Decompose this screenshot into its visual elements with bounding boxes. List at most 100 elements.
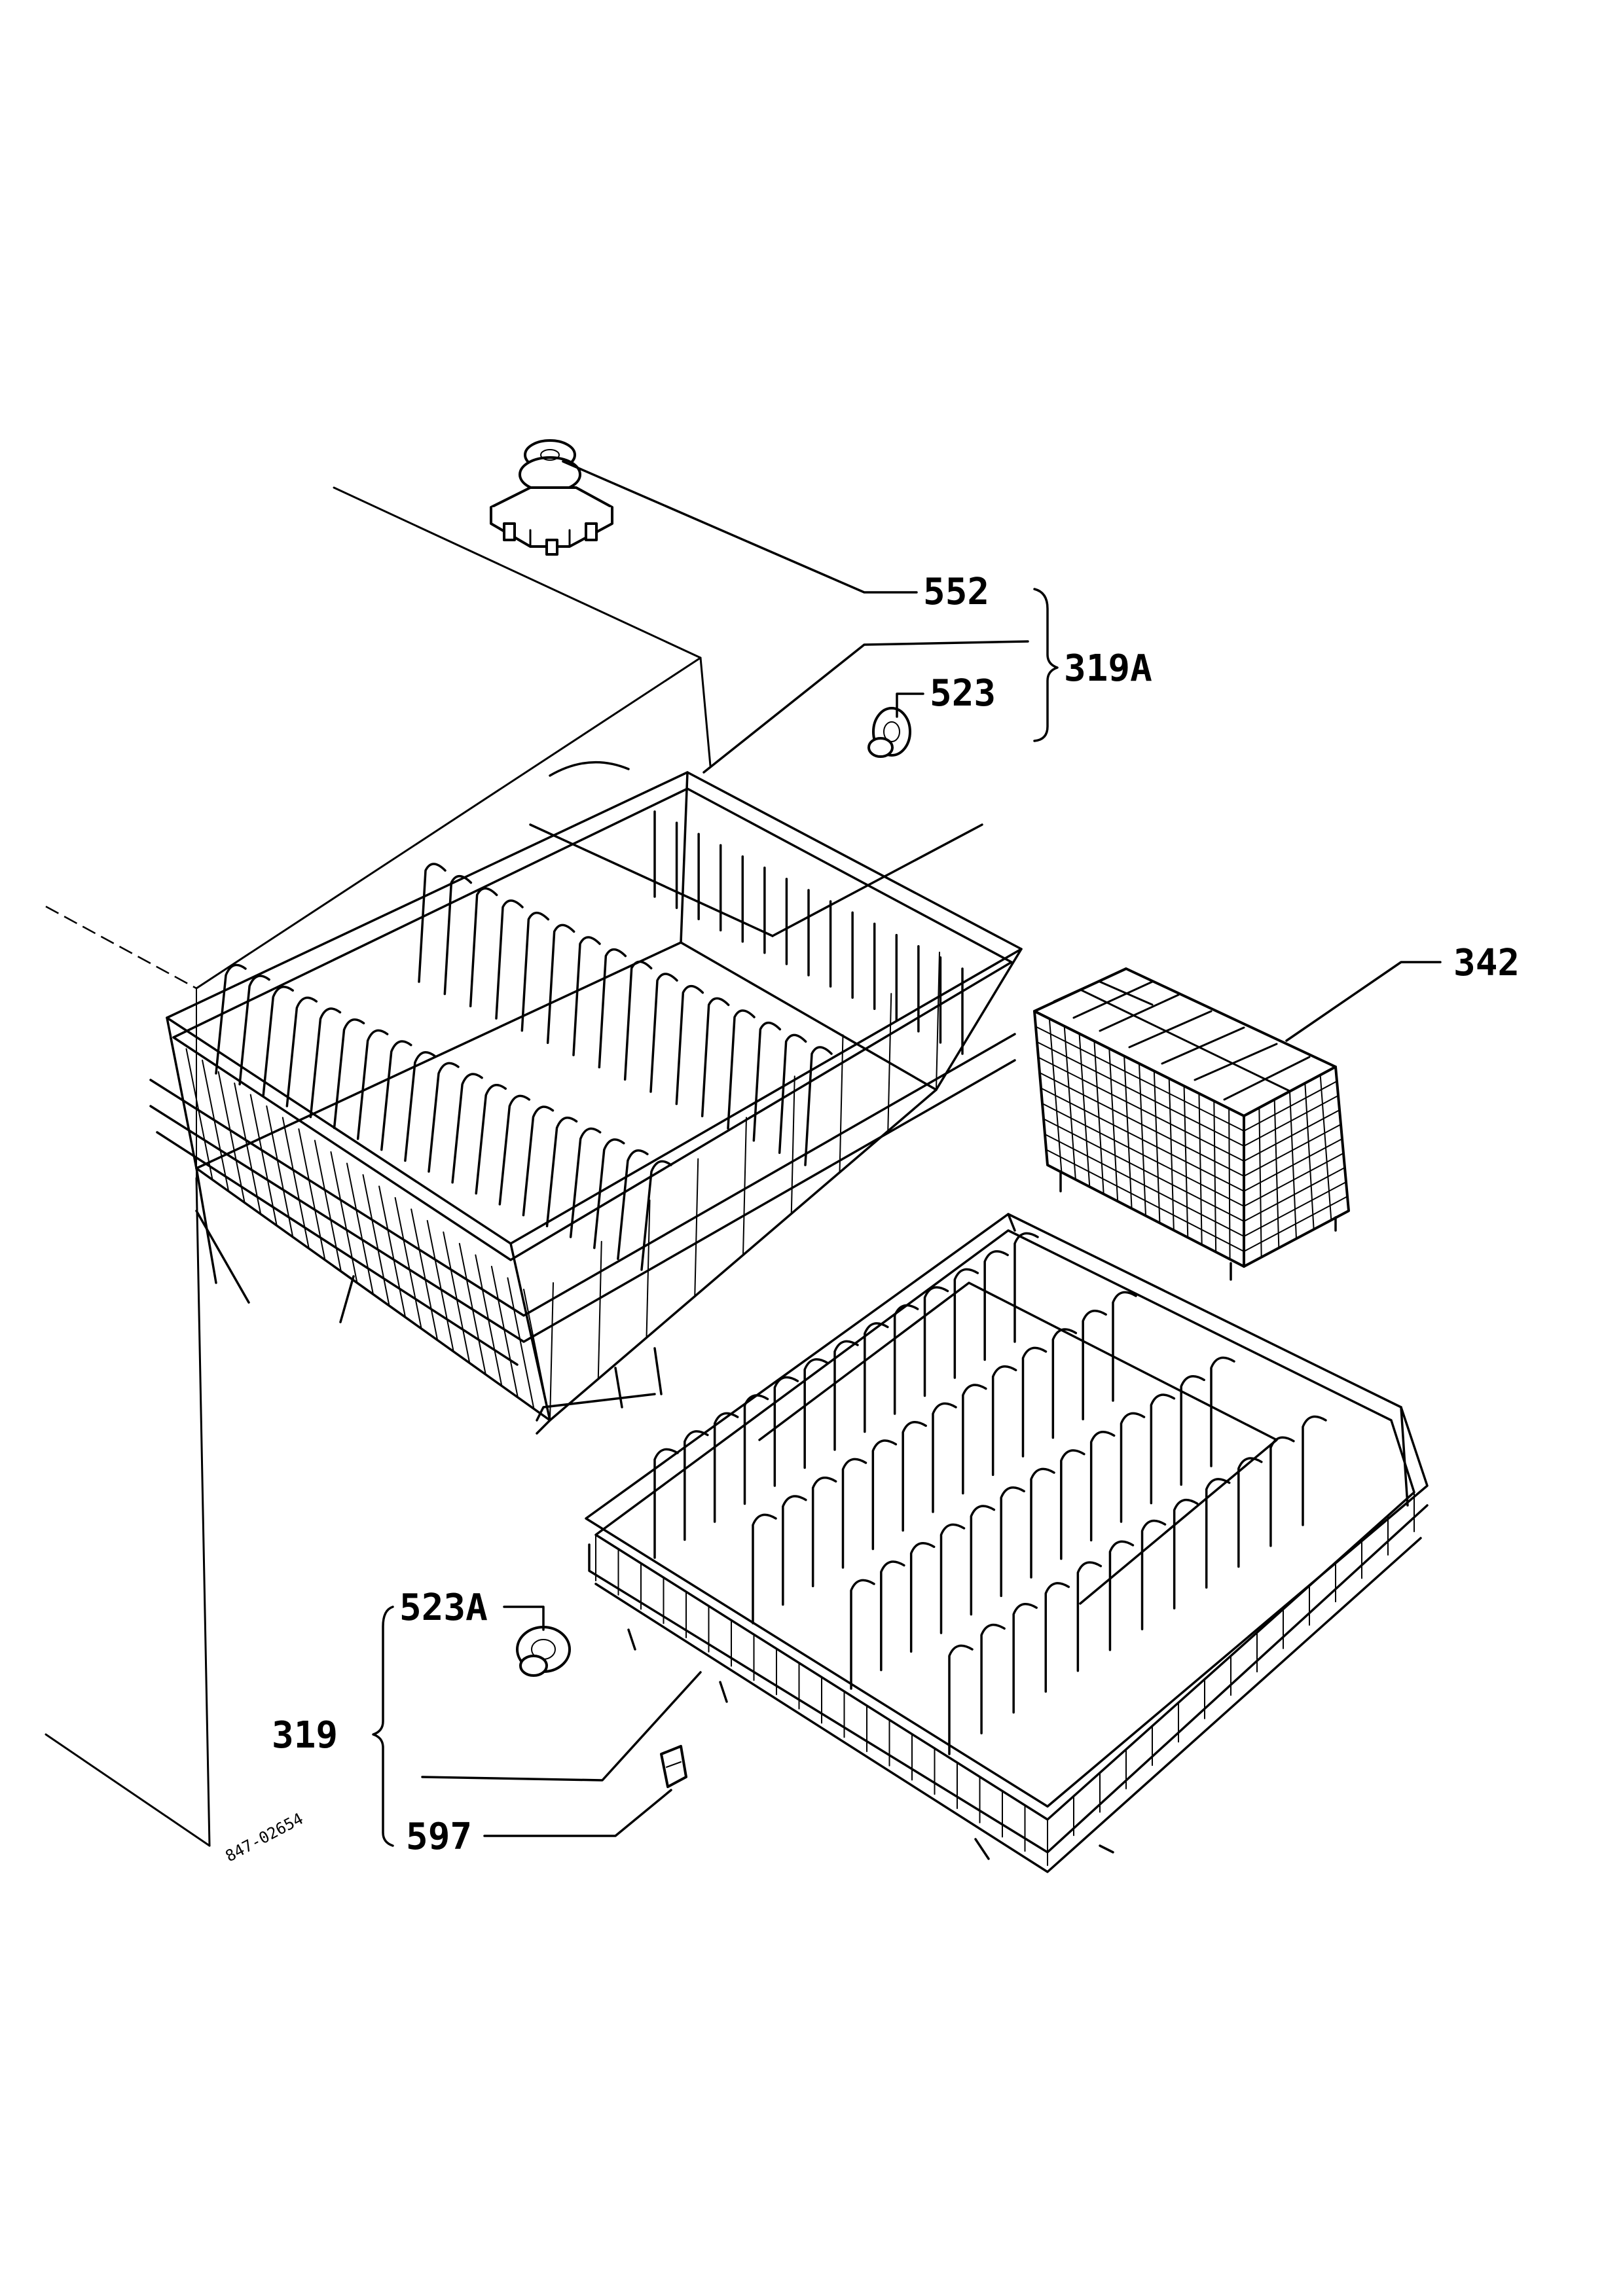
wire-segment	[902, 1420, 927, 1532]
wire-segment	[1044, 1582, 1070, 1693]
label-342: 342	[1453, 942, 1520, 984]
wire-segment	[948, 1644, 974, 1755]
wire-segment	[238, 975, 270, 1086]
wire-segment	[953, 1268, 979, 1379]
wire-segment	[593, 1138, 625, 1249]
wire-segment	[1243, 1167, 1345, 1222]
wire-segment	[839, 1034, 844, 1174]
wire-segment	[443, 874, 473, 996]
clip-part-597	[660, 1745, 687, 1788]
wire-segment	[893, 1304, 919, 1415]
wire-segment	[418, 863, 447, 983]
wire-segment	[713, 1412, 739, 1523]
upper-basket-front-tines	[215, 963, 672, 1271]
upper-basket-back-tines	[418, 810, 964, 1166]
wire-segment	[428, 1062, 460, 1173]
wire-segment	[170, 1037, 197, 1169]
wire-segment	[215, 963, 247, 1075]
wire-segment	[404, 1050, 436, 1162]
wire-segment	[443, 1231, 471, 1364]
wire-segment	[1120, 1412, 1146, 1523]
wire-segment	[1012, 1602, 1038, 1714]
cutlery-basket-part-342	[1033, 967, 1350, 1281]
wire-segment	[991, 1365, 1017, 1477]
wire-segment	[1150, 1393, 1176, 1505]
wire-segment	[1036, 1041, 1245, 1147]
wire-segment	[742, 1117, 747, 1256]
wire-segment	[1180, 1374, 1205, 1486]
leader-lines	[421, 460, 1442, 1837]
wire-segment	[675, 984, 704, 1105]
wire-segment	[378, 1185, 407, 1318]
wire-segment	[623, 960, 653, 1081]
wire-segment	[185, 1048, 213, 1181]
wheel-bracket-part-552	[490, 439, 613, 556]
wire-segment	[833, 1340, 859, 1451]
wire-segment	[282, 1117, 310, 1249]
wire-segment	[569, 1127, 602, 1238]
wire-segment	[1013, 1232, 1039, 1343]
label-523A: 523A	[399, 1587, 488, 1629]
wire-segment	[640, 1160, 672, 1271]
lower-basket-front-grid	[595, 1492, 1415, 1866]
wire-segment	[871, 1439, 898, 1551]
label-597: 597	[406, 1816, 472, 1858]
wire-segment	[743, 1394, 769, 1505]
wire-segment	[451, 1073, 483, 1184]
wire-segment	[1040, 1087, 1245, 1192]
wire-segment	[1039, 1072, 1245, 1177]
wire-segment	[1108, 1540, 1135, 1651]
wire-segment	[380, 1040, 412, 1151]
wire-segment	[217, 1071, 246, 1204]
cutlery-basket-grid	[1035, 1018, 1348, 1260]
wire-segment	[811, 1476, 837, 1588]
wire-segment	[522, 1105, 555, 1217]
wire-segment	[1051, 1328, 1078, 1439]
wire-segment	[1035, 1026, 1245, 1132]
wire-segment	[262, 985, 294, 1097]
wire-segment	[549, 1282, 554, 1421]
wire-segment	[1140, 1519, 1167, 1630]
wire-segment	[864, 1322, 889, 1433]
wire-segment	[1082, 1309, 1107, 1421]
wire-segment	[932, 1402, 957, 1513]
wire-segment	[1076, 1561, 1103, 1672]
wire-segment	[1044, 1134, 1245, 1237]
wire-segment	[1173, 1498, 1199, 1610]
wire-segment	[523, 1289, 551, 1421]
wire-segment	[778, 1033, 807, 1155]
wire-segment	[850, 1579, 875, 1690]
wire-segment	[773, 1376, 799, 1487]
lower-basket-tines	[653, 1232, 1327, 1755]
label-552: 552	[923, 571, 989, 613]
wire-segment	[1042, 1103, 1245, 1207]
dishwasher-cabinet	[45, 486, 712, 1847]
wire-segment	[598, 948, 627, 1069]
wire-segment	[694, 1158, 699, 1297]
upper-basket	[149, 761, 1023, 1435]
wire-segment	[249, 1094, 278, 1227]
wire-segment	[475, 1254, 503, 1387]
wire-segment	[923, 1286, 949, 1397]
wire-segment	[202, 1060, 230, 1192]
wire-segment	[490, 1266, 519, 1398]
wire-segment	[1038, 1056, 1245, 1162]
wire-segment	[458, 1243, 486, 1375]
wire-segment	[646, 1199, 651, 1338]
wire-segment	[1210, 1356, 1235, 1467]
wire-segment	[1243, 1095, 1339, 1147]
wire-segment	[653, 1448, 679, 1559]
wire-segment	[545, 1116, 578, 1228]
wire-segment	[970, 1505, 996, 1616]
wire-segment	[1243, 1124, 1341, 1177]
wire-segment	[1269, 1436, 1295, 1547]
wire-segment	[1243, 1138, 1343, 1192]
wire-segment	[475, 1083, 507, 1195]
wheel-part-523	[867, 707, 911, 758]
label-319: 319	[272, 1714, 338, 1757]
wire-segment	[880, 1560, 905, 1672]
wire-segment	[1243, 1153, 1344, 1207]
wire-segment	[1000, 1486, 1025, 1598]
wire-segment	[887, 993, 892, 1132]
